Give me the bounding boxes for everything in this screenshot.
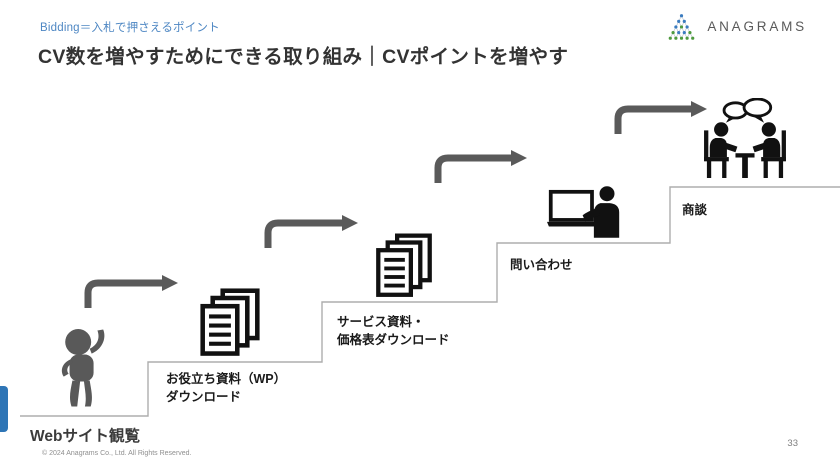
stage-label-inquiry: 問い合わせ — [510, 258, 573, 272]
stair-steps-line — [20, 186, 840, 417]
contact-person-laptop-icon — [547, 186, 620, 238]
documents-icon — [200, 288, 260, 356]
step-up-arrow-1 — [84, 275, 178, 308]
documents-icon — [376, 233, 432, 297]
anagrams-triangle-icon — [669, 14, 695, 40]
step-up-arrow-2 — [264, 215, 358, 248]
stage-label-website-browsing: Webサイト観覧 — [30, 428, 140, 445]
anagrams-logo: ANAGRAMS — [667, 12, 807, 41]
thinking-person-icon — [61, 329, 105, 407]
copyright-text: © 2024 Anagrams Co., Ltd. All Rights Res… — [42, 450, 192, 457]
step-up-arrow-4 — [614, 101, 707, 134]
stage-label-whitepaper-download: お役立ち資料（WP） ダウンロード — [166, 372, 287, 404]
stage-label-service-docs-download: サービス資料・ 価格表ダウンロード — [337, 315, 450, 347]
step-up-arrow-3 — [434, 150, 527, 183]
business-meeting-icon — [704, 98, 786, 178]
slide-kicker: Bidding＝入札で押さえるポイント — [40, 22, 220, 34]
page-number: 33 — [787, 438, 798, 449]
blue-accent-bar — [0, 386, 8, 432]
brand-name: ANAGRAMS — [707, 19, 807, 34]
stage-label-business-meeting: 商談 — [682, 203, 708, 217]
slide-title: CV数を増やすためにできる取り組み｜CVポイントを増やす — [38, 46, 569, 68]
